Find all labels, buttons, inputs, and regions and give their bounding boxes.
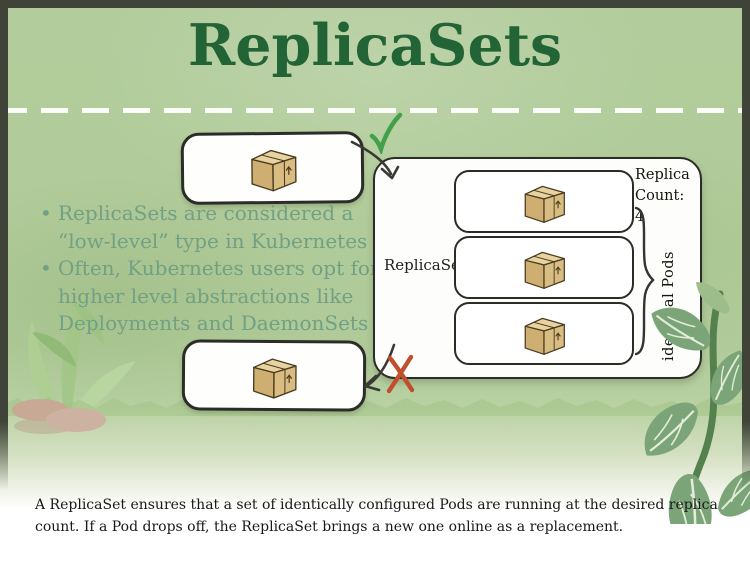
bullet-line: higher level abstractions like bbox=[58, 283, 354, 308]
bullet-dot: • bbox=[40, 256, 52, 280]
dashed-divider bbox=[0, 108, 750, 113]
replicaset-label: ReplicaSet bbox=[384, 256, 466, 274]
bullet-list: • ReplicaSets are considered a “low-leve… bbox=[40, 200, 385, 338]
cardboard-box-icon bbox=[252, 357, 297, 399]
arrow-into-replicaset-icon bbox=[350, 140, 400, 180]
mushrooms-decoration bbox=[12, 399, 106, 434]
cardboard-box-icon bbox=[524, 317, 565, 355]
slide-title: ReplicaSets bbox=[187, 12, 563, 79]
bullet-line: “low-level” type in Kubernetes bbox=[58, 228, 368, 253]
pod-row bbox=[454, 236, 634, 299]
pod-incoming bbox=[180, 131, 365, 205]
cardboard-box-icon bbox=[524, 251, 565, 289]
cardboard-box-icon bbox=[250, 149, 297, 192]
replicaset-container: ReplicaSet Replica Count: 4 bbox=[373, 157, 702, 379]
leaf-vine-decoration bbox=[637, 282, 750, 524]
bullet-item: • ReplicaSets are considered a “low-leve… bbox=[40, 200, 385, 255]
bullet-line: Often, Kubernetes users opt for bbox=[58, 256, 380, 280]
arrow-out-of-replicaset-icon bbox=[363, 343, 396, 392]
frame-border-left bbox=[0, 0, 8, 490]
bullet-item: • Often, Kubernetes users opt for higher… bbox=[40, 255, 385, 338]
bullet-dot: • bbox=[40, 201, 52, 225]
replica-count-label: Replica Count: 4 bbox=[635, 167, 690, 226]
bullet-line: ReplicaSets are considered a bbox=[58, 201, 354, 225]
caption-text: A ReplicaSet ensures that a set of ident… bbox=[35, 497, 718, 536]
pod-row bbox=[454, 170, 634, 233]
x-mark-icon bbox=[386, 354, 415, 394]
check-icon bbox=[369, 112, 403, 154]
frame-border-top bbox=[0, 0, 750, 8]
curly-brace-icon bbox=[634, 206, 655, 356]
pod-replacement bbox=[181, 339, 367, 412]
bullet-line: Deployments and DaemonSets bbox=[58, 311, 369, 335]
cardboard-box-icon bbox=[524, 185, 565, 223]
frame-border-right bbox=[742, 0, 750, 490]
pod-row bbox=[454, 302, 634, 365]
